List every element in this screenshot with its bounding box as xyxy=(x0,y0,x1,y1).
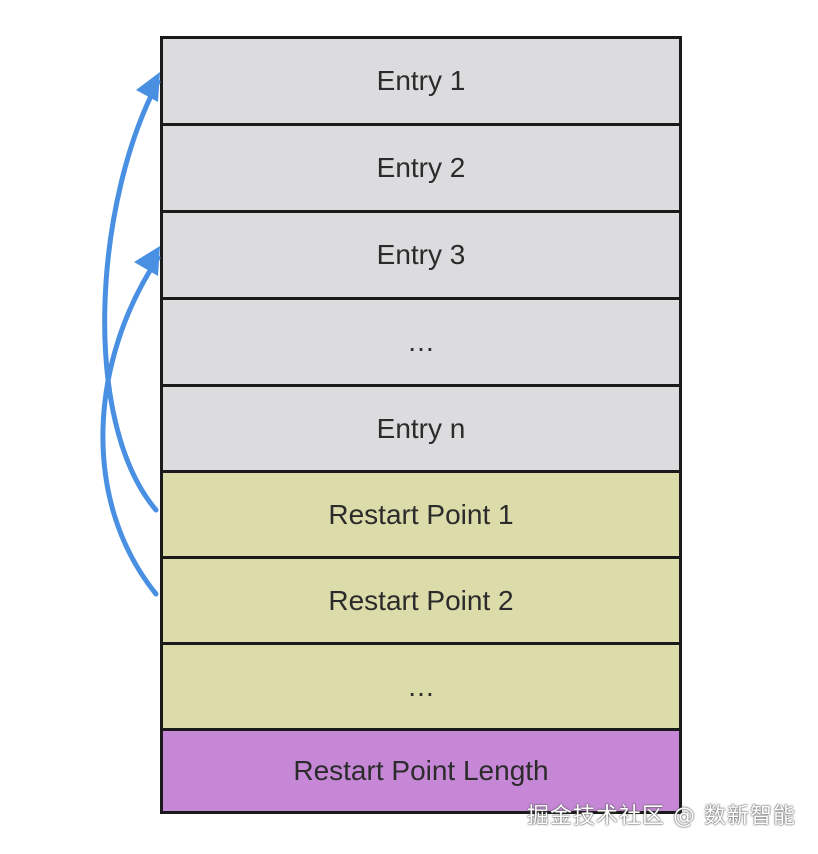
entry-row-ellipsis: … xyxy=(160,297,682,384)
entry-row-1: Entry 1 xyxy=(160,36,682,123)
arrowhead-entry-1 xyxy=(136,72,160,102)
arrow-restart-2-to-entry-3 xyxy=(100,255,161,597)
restart-point-row-1: Restart Point 1 xyxy=(160,470,682,556)
entry-label: Entry 1 xyxy=(376,65,466,96)
block-layout: Entry 1 Entry 2 Entry 3 … Entry n Restar… xyxy=(160,36,682,814)
restart-point-label: Restart Point 2 xyxy=(328,584,514,616)
arrowhead-entry-3 xyxy=(134,246,160,276)
restart-point-label: Restart Point 1 xyxy=(328,498,514,530)
watermark-text: 掘金技术社区 @ 数新智能 xyxy=(527,804,796,829)
arrow-restart-1-to-entry-1 xyxy=(102,79,161,513)
restart-point-length-row: Restart Point Length xyxy=(160,728,682,814)
entry-ellipsis-label: … xyxy=(407,326,435,357)
entry-row-2: Entry 2 xyxy=(160,123,682,210)
entry-row-3: Entry 3 xyxy=(160,210,682,297)
restart-point-row-ellipsis: … xyxy=(160,642,682,728)
entry-label: Entry 3 xyxy=(376,239,466,270)
restart-ellipsis-label: … xyxy=(407,670,435,702)
entry-label: Entry 2 xyxy=(376,152,466,183)
restart-point-length-label: Restart Point Length xyxy=(293,755,549,786)
entry-label: Entry n xyxy=(376,412,466,444)
restart-point-row-2: Restart Point 2 xyxy=(160,556,682,642)
entry-row-n: Entry n xyxy=(160,384,682,470)
